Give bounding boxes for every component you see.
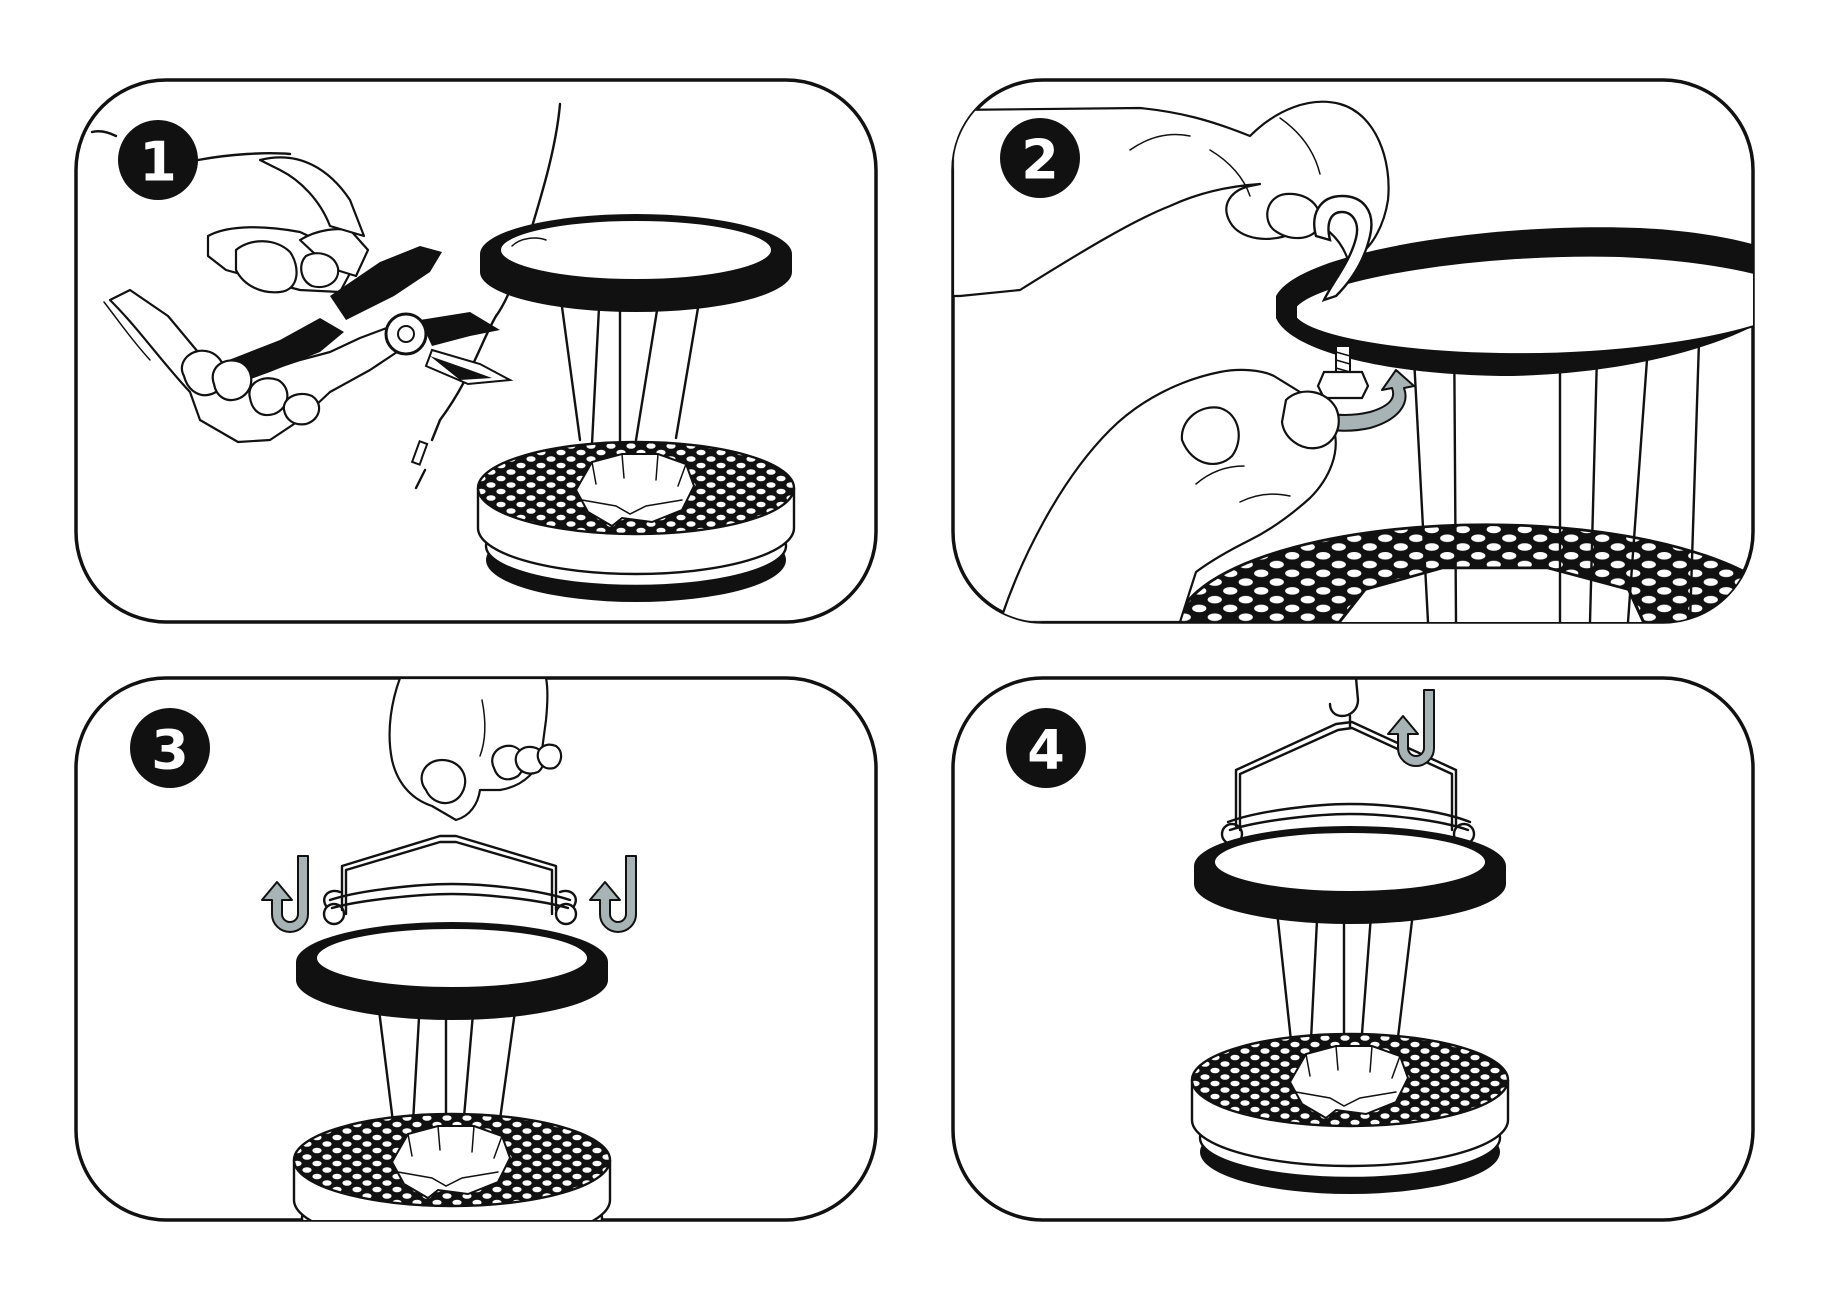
step-2-number: 2 xyxy=(1021,129,1059,192)
step-1-panel: 1 xyxy=(74,78,878,624)
step-4-number: 4 xyxy=(1027,719,1065,782)
step-2-panel: 2 xyxy=(951,78,1755,624)
step-4-panel: 4 xyxy=(951,676,1755,1222)
step-1-number: 1 xyxy=(139,131,177,194)
step-3-number: 3 xyxy=(151,719,189,782)
step-3-panel: 3 xyxy=(74,676,878,1222)
pliers-icon xyxy=(103,156,514,444)
